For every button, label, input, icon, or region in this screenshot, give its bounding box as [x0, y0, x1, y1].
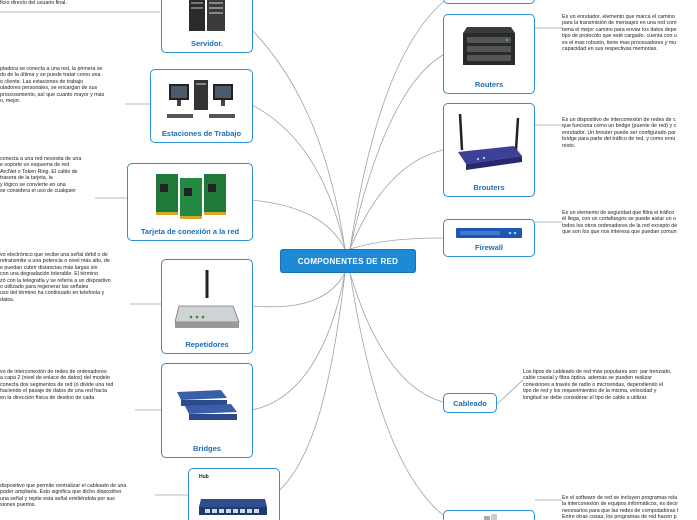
node-estaciones[interactable]: Estaciones de Trabajo: [150, 69, 253, 143]
network-card-icon: [156, 174, 226, 219]
server-icon: [189, 0, 225, 31]
note-bridges: vo de interconexión de redes de ordenado…: [0, 369, 114, 401]
link-software: [349, 272, 444, 516]
note-software: En el software de red se incluyen progra…: [562, 495, 679, 520]
brouter-icon: [458, 113, 522, 170]
link-tarjeta: [251, 199, 346, 250]
leader-cableado: [496, 379, 524, 405]
repeater-icon: [174, 270, 240, 328]
link-brouters: [349, 149, 444, 250]
note-firewall: Es un elemento de seguridad que filtra e…: [562, 210, 678, 236]
link-bridges: [251, 272, 346, 411]
link-routers: [349, 54, 444, 250]
link-top: [349, 1, 444, 250]
node-bridges[interactable]: Bridges: [161, 363, 253, 458]
note-cableado: Los tipos de cableado de red más popular…: [523, 369, 672, 401]
note-tarjeta: conecta a una red necesita de una e sopo…: [0, 156, 82, 195]
hub-icon: [199, 499, 267, 515]
link-hub: [279, 272, 346, 491]
link-servidor: [251, 29, 346, 250]
node-hub-caption: Hub: [199, 474, 209, 480]
node-routers-label: Routers: [474, 80, 504, 89]
router-icon: [463, 27, 515, 65]
bridge-icon: [177, 390, 237, 420]
link-firewall: [349, 237, 444, 250]
node-cableado[interactable]: Cableado: [443, 393, 497, 413]
node-software[interactable]: [443, 510, 535, 520]
software-icon: [484, 514, 497, 520]
node-repetidores-label: Repetidores: [185, 340, 229, 349]
node-brouters[interactable]: Brouters: [443, 103, 535, 197]
central-topic[interactable]: COMPONENTES DE RED: [280, 249, 416, 273]
link-repetidores: [251, 272, 346, 308]
node-tarjeta-label: Tarjeta de conexión a la red: [140, 227, 240, 236]
note-repetidores: vo electrónico que recibe una señal débi…: [0, 252, 111, 303]
firewall-icon: [456, 228, 522, 238]
node-routers[interactable]: Routers: [443, 14, 535, 94]
node-top-partial[interactable]: [443, 0, 535, 4]
link-cableado: [349, 272, 444, 403]
link-estaciones: [251, 104, 346, 250]
node-servidor-label: Servidor.: [190, 39, 224, 48]
note-routers: Es un enrutador, elemento que marca el c…: [562, 14, 677, 53]
node-estaciones-label: Estaciones de Trabajo: [161, 129, 242, 138]
note-estaciones: ptadora se conecta a una red, la primera…: [0, 66, 105, 105]
node-brouters-label: Brouters: [473, 183, 505, 192]
workstation-icon: [166, 80, 235, 118]
node-firewall[interactable]: Firewall: [443, 219, 535, 257]
note-servidor: ficio directo del usuario final.: [0, 0, 67, 6]
node-tarjeta[interactable]: Tarjeta de conexión a la red: [127, 163, 253, 241]
note-hub: dispositivo que permite centralizar el c…: [0, 483, 127, 509]
node-hub[interactable]: Hub: [188, 468, 280, 520]
node-repetidores[interactable]: Repetidores: [161, 259, 253, 354]
node-firewall-label: Firewall: [475, 243, 503, 252]
node-bridges-label: Bridges: [193, 444, 221, 453]
note-brouters: Es un dispositivo de interconexión de re…: [562, 117, 677, 149]
node-servidor[interactable]: Servidor.: [161, 0, 253, 53]
